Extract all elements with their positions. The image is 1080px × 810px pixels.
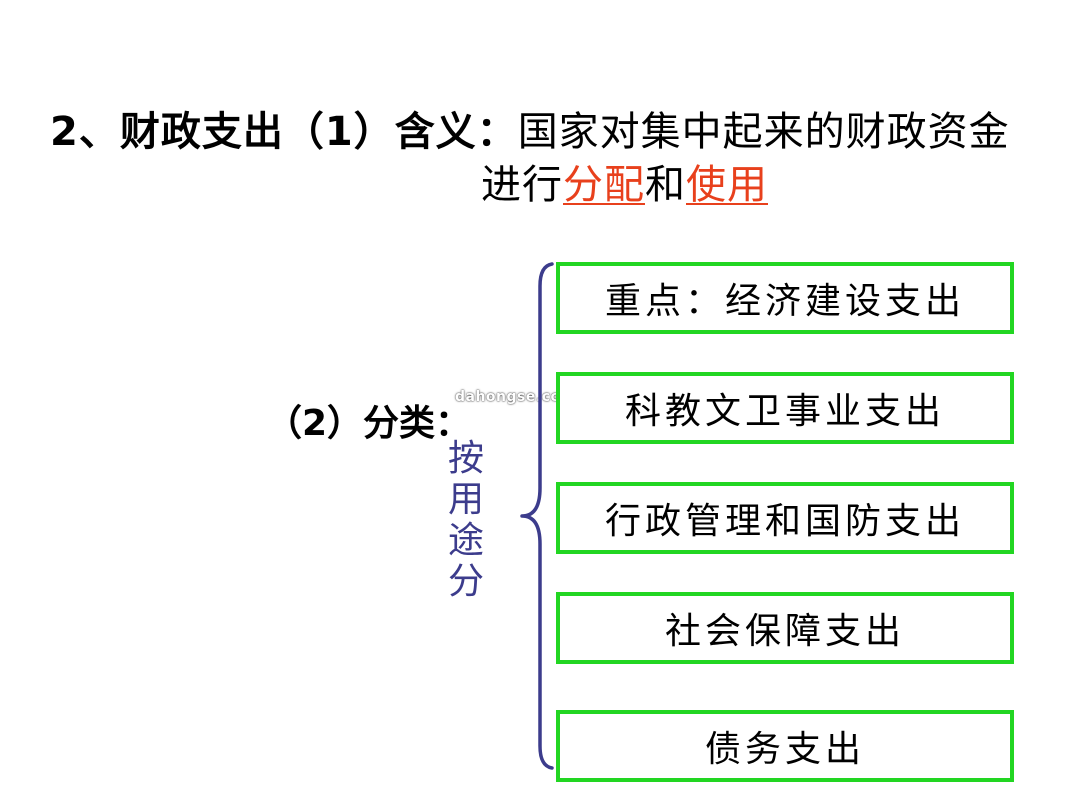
classification-label: （2）分类： [266,403,472,444]
heading-line-2: 进行分配和使用 [481,158,768,212]
category-box: 科教文卫事业支出 [556,372,1014,444]
meaning-label: 含义： [394,109,518,155]
key-term-use: 使用 [686,162,768,208]
sub-index-1: （1） [283,109,395,155]
key-term-allocate: 分配 [563,162,645,208]
category-box: 行政管理和国防支出 [556,482,1014,554]
curly-brace [520,262,554,770]
category-box: 重点：经济建设支出 [556,262,1014,334]
section-number: 2、 [50,109,120,155]
line2-prefix: 进行 [481,162,563,208]
category-box: 社会保障支出 [556,592,1014,664]
heading-line-1: 2、财政支出（1）含义：国家对集中起来的财政资金 [50,105,1010,159]
category-box: 债务支出 [556,710,1014,782]
classification-basis: 按用途分 [447,438,484,602]
connector: 和 [645,162,686,208]
section-topic: 财政支出 [119,109,284,155]
watermark: dahongse.com [455,389,576,405]
meaning-text: 国家对集中起来的财政资金 [517,109,1010,155]
